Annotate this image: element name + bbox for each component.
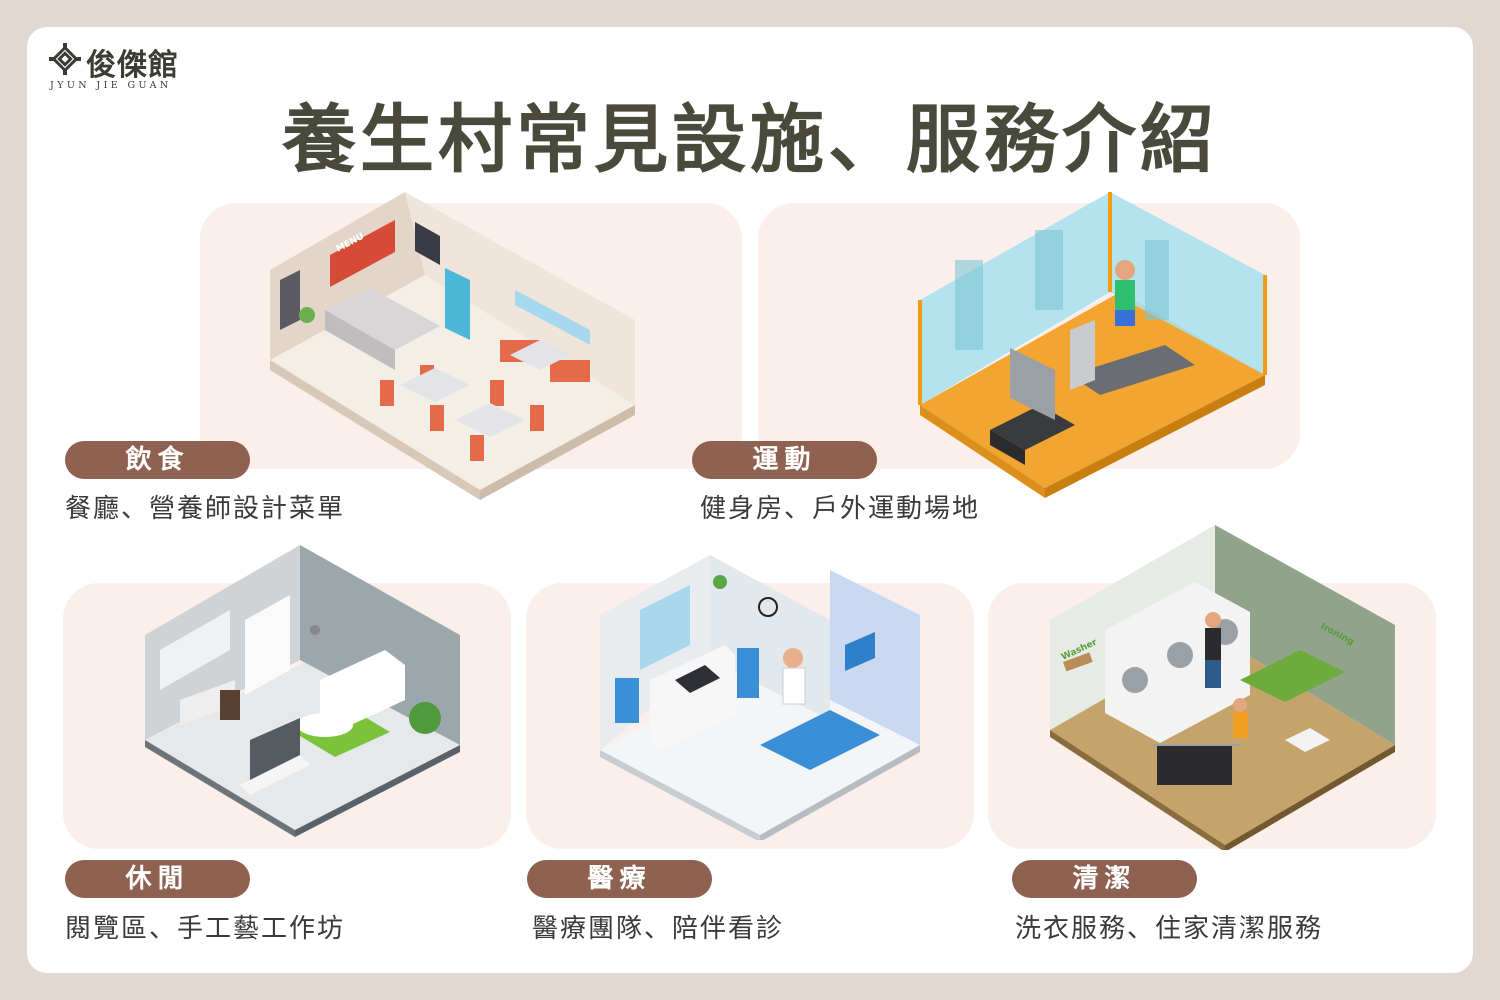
clinic-illustration — [600, 555, 920, 840]
lounge-illustration — [145, 545, 460, 837]
leisure-desc: 閱覽區、手工藝工作坊 — [65, 914, 346, 944]
exercise-desc: 健身房、戶外運動場地 — [700, 494, 981, 524]
gym-illustration — [918, 192, 1267, 498]
exercise-label: 運動 — [692, 441, 877, 479]
dining-label: 飲食 — [65, 441, 250, 479]
cleaning-desc: 洗衣服務、住家清潔服務 — [1015, 914, 1324, 944]
page-title: 養生村常見設施、服務介紹 — [282, 97, 1218, 183]
brand-logo: 俊傑館 JYUN JIE GUAN — [48, 42, 208, 92]
laundry-illustration: Washer Ironing — [1050, 525, 1395, 850]
leisure-label: 休閒 — [65, 860, 250, 898]
logo-mark-icon — [49, 43, 81, 75]
brand-subtitle: JYUN JIE GUAN — [50, 80, 172, 91]
dining-desc: 餐廳、營養師設計菜單 — [65, 494, 346, 524]
cleaning-label: 清潔 — [1012, 860, 1197, 898]
medical-desc: 醫療團隊、陪伴看診 — [532, 914, 785, 944]
medical-label: 醫療 — [527, 860, 712, 898]
brand-name: 俊傑館 — [86, 48, 179, 83]
dining-room-illustration: MENU — [270, 192, 635, 500]
